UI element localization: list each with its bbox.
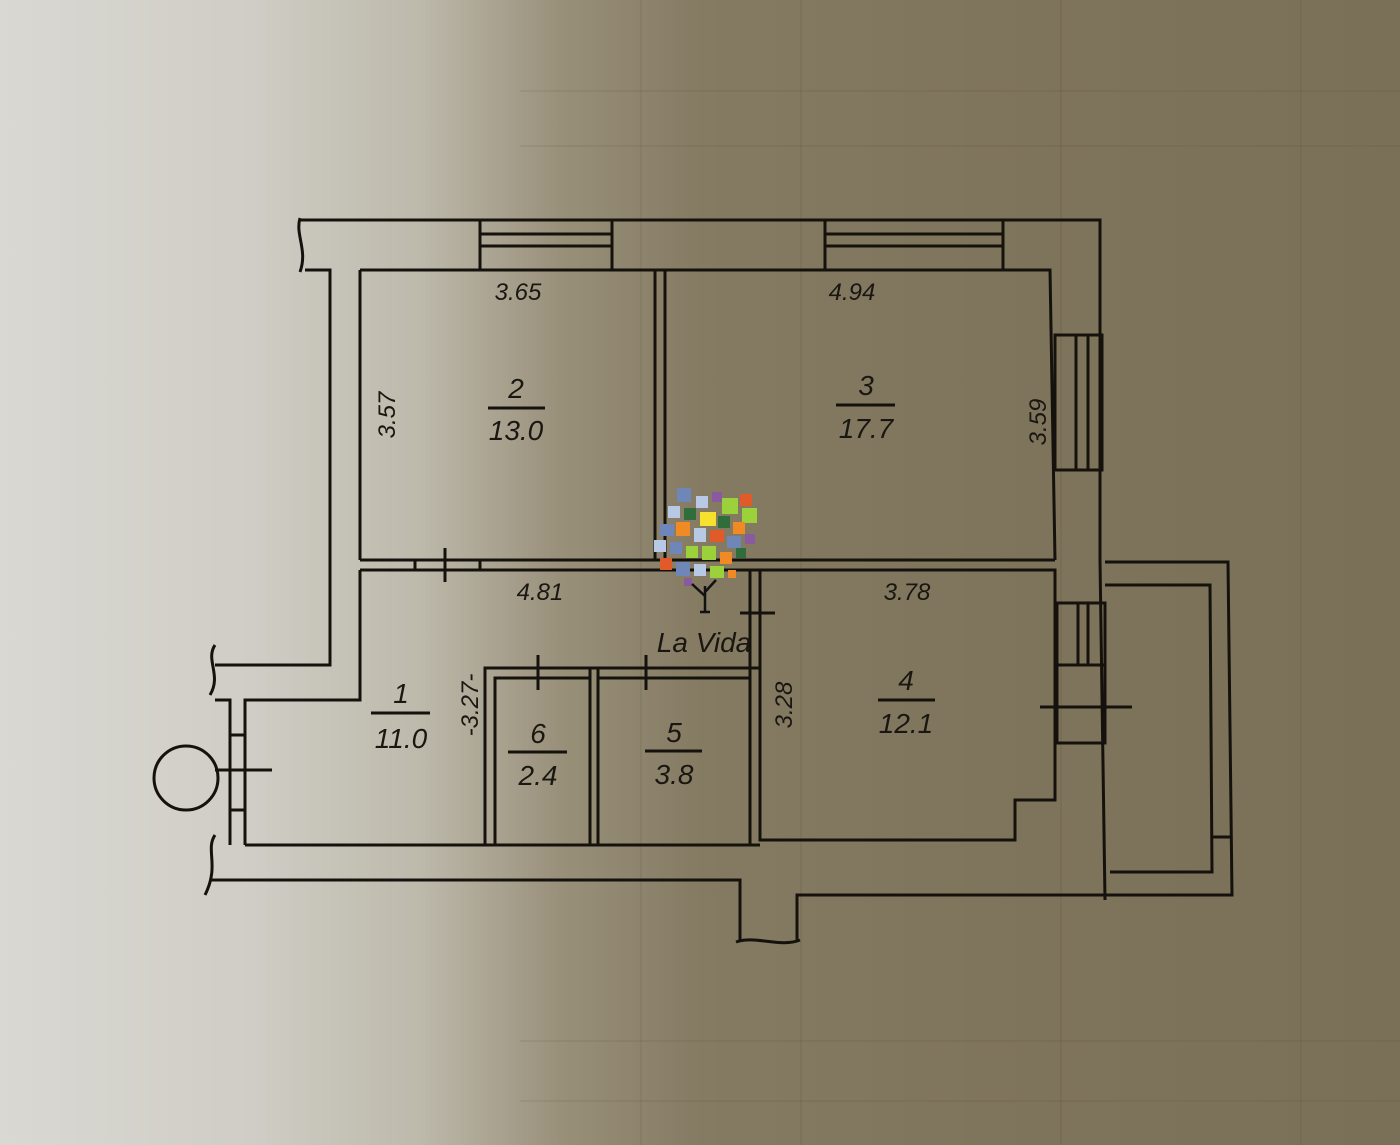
paper-grid-line bbox=[1060, 0, 1062, 1145]
dimension-room4-width: 3.78 bbox=[884, 579, 931, 606]
room-1-area: 11.0 bbox=[375, 723, 428, 754]
dimension-room1-width: 4.81 bbox=[517, 579, 564, 606]
dimension-room3-width: 4.94 bbox=[829, 279, 876, 306]
paper-grid-line bbox=[520, 1100, 1400, 1102]
room-2-number: 2 bbox=[507, 373, 524, 404]
room-4-area: 12.1 bbox=[879, 708, 934, 739]
room-5-area: 3.8 bbox=[655, 759, 694, 790]
room-5-number: 5 bbox=[666, 717, 682, 748]
dimension-room2-width: 3.65 bbox=[495, 279, 542, 306]
dimension-room2-height: 3.57 bbox=[374, 390, 401, 438]
room-3-area: 17.7 bbox=[839, 413, 895, 444]
room-3-number: 3 bbox=[858, 370, 874, 401]
room-6-area: 2.4 bbox=[518, 760, 558, 791]
paper-grid-line bbox=[640, 0, 642, 1145]
room-4-number: 4 bbox=[898, 665, 914, 696]
room-1-number: 1 bbox=[393, 678, 409, 709]
la-vida-logo-tree-icon bbox=[654, 488, 757, 614]
dimension-room4-height: 3.28 bbox=[771, 681, 798, 728]
dimension-room1-height: -3.27- bbox=[457, 674, 484, 737]
paper-grid-line bbox=[800, 0, 802, 1145]
dimension-room3-height: 3.59 bbox=[1025, 399, 1052, 446]
paper-grid-line bbox=[520, 90, 1400, 92]
la-vida-logo-text: La Vida bbox=[657, 627, 751, 658]
paper-grid-line bbox=[1300, 0, 1302, 1145]
room-6-number: 6 bbox=[530, 718, 546, 749]
paper-grid-line bbox=[520, 1040, 1400, 1042]
paper-grid-line bbox=[520, 145, 1400, 147]
room-2-area: 13.0 bbox=[489, 415, 544, 446]
